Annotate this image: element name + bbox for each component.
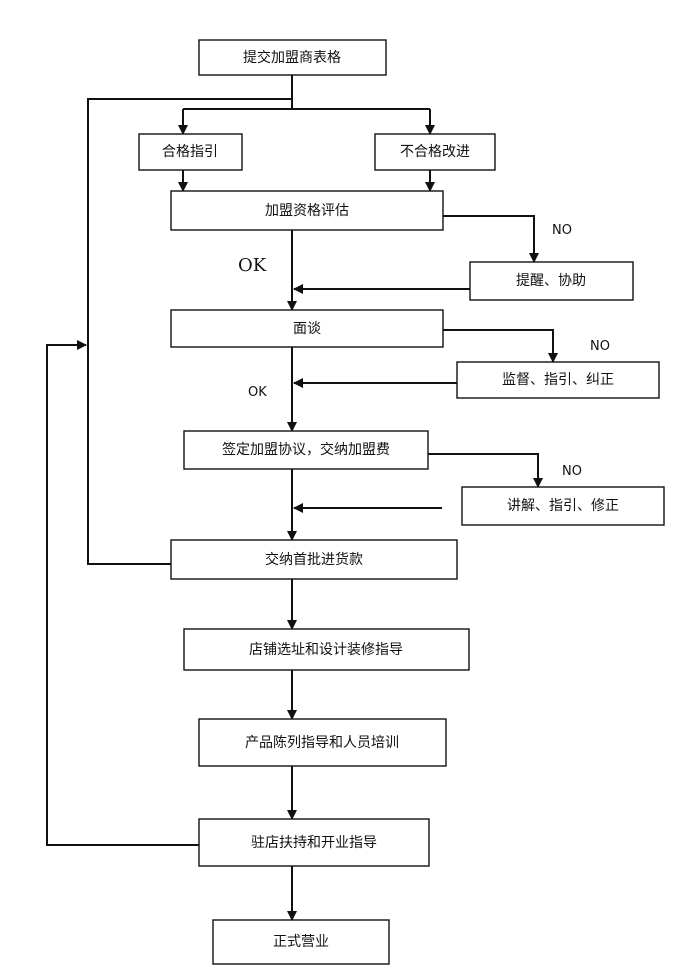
node-store-guide-label: 店铺选址和设计装修指导 <box>249 642 403 658</box>
node-evaluate: 加盟资格评估 <box>170 190 444 231</box>
node-interview-label: 面谈 <box>293 321 321 337</box>
node-submit: 提交加盟商表格 <box>198 39 387 76</box>
node-onsite-opening: 驻店扶持和开业指导 <box>198 818 430 867</box>
node-supervise-label: 监督、指引、纠正 <box>502 372 614 388</box>
edge-interview-no <box>443 329 558 363</box>
edge-evaluate-no <box>443 215 539 263</box>
node-onsite-opening-label: 驻店扶持和开业指导 <box>251 835 377 851</box>
edge-payment-loop <box>87 98 292 565</box>
ok-label-1: OK <box>238 255 267 276</box>
edge-labels: OK OK NO NO NO <box>238 223 610 479</box>
node-evaluate-label: 加盟资格评估 <box>265 203 349 219</box>
node-remind-label: 提醒、协助 <box>516 273 586 289</box>
node-qualified-label: 合格指引 <box>162 144 218 160</box>
node-display-training-label: 产品陈列指导和人员培训 <box>245 734 399 751</box>
no-label-2: NO <box>590 339 610 354</box>
node-store-guide: 店铺选址和设计装修指导 <box>183 628 470 671</box>
edges <box>46 75 558 921</box>
node-formal-business: 正式营业 <box>212 919 390 965</box>
node-submit-label: 提交加盟商表格 <box>243 49 341 66</box>
node-sign-label: 签定加盟协议，交纳加盟费 <box>222 441 390 458</box>
node-formal-business-label: 正式营业 <box>273 934 329 950</box>
node-remind: 提醒、协助 <box>469 261 634 301</box>
no-label-3: NO <box>562 464 582 479</box>
edge-sign-no <box>428 453 543 488</box>
ok-label-2: OK <box>248 385 267 400</box>
node-display-training: 产品陈列指导和人员培训 <box>198 718 447 767</box>
node-interview: 面谈 <box>170 309 444 348</box>
node-supervise: 监督、指引、纠正 <box>456 361 660 399</box>
node-sign: 签定加盟协议，交纳加盟费 <box>183 430 429 470</box>
node-qualified: 合格指引 <box>138 133 243 171</box>
node-explain-label: 讲解、指引、修正 <box>507 498 619 514</box>
node-unqualified-label: 不合格改进 <box>400 144 470 160</box>
node-payment-label: 交纳首批进货款 <box>265 551 363 568</box>
node-unqualified: 不合格改进 <box>374 133 496 171</box>
node-explain: 讲解、指引、修正 <box>461 486 665 526</box>
edge-onsite-loop <box>46 340 199 846</box>
no-label-1: NO <box>552 223 572 238</box>
node-payment: 交纳首批进货款 <box>170 539 458 580</box>
